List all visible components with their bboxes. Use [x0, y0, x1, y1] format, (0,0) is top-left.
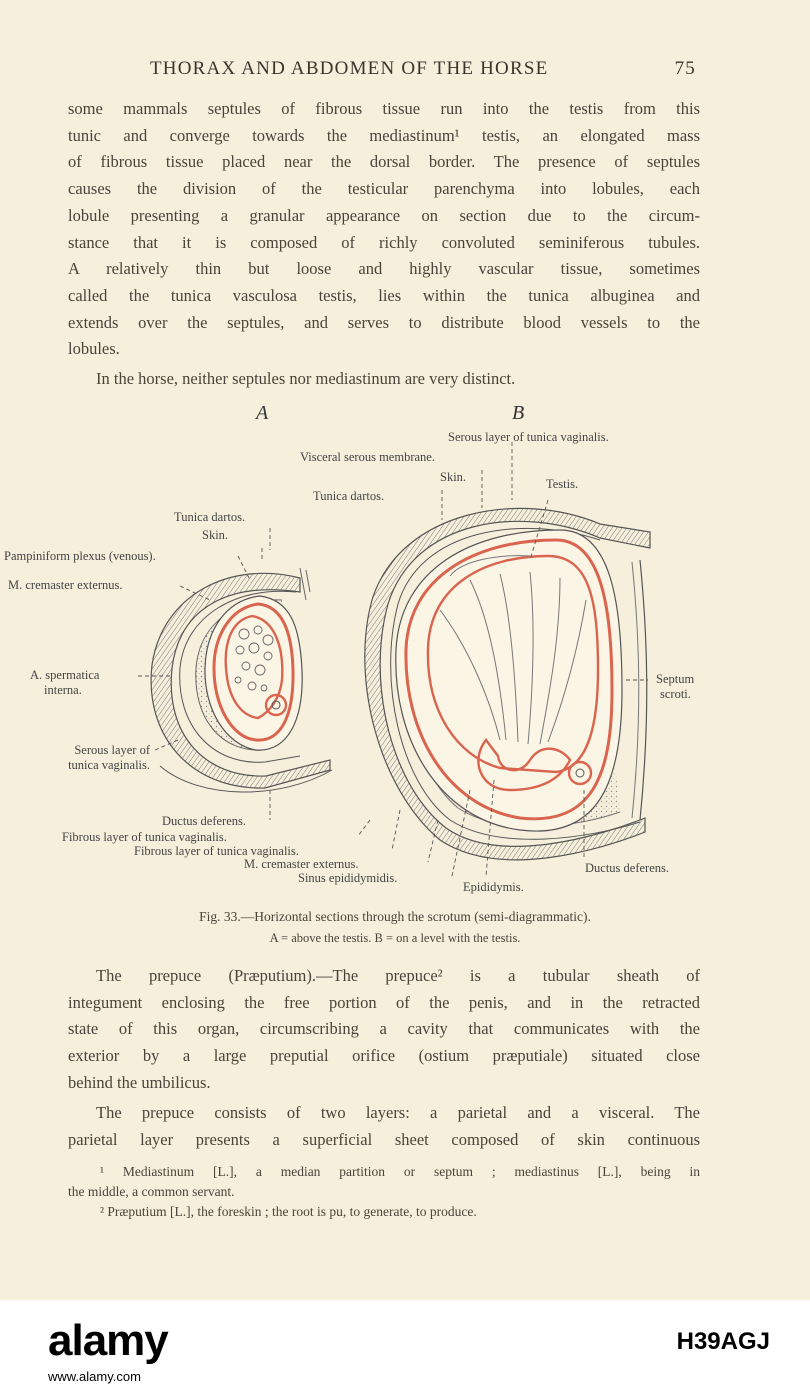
label-septum-line2: scroti.	[660, 687, 691, 701]
text-line: exterior by a large preputial orifice (o…	[68, 1046, 700, 1066]
paragraph-prepuce: The prepuce (Præputium).—The prepuce² is…	[68, 963, 700, 1097]
label-tunica-dartos-a: Tunica dartos.	[174, 510, 246, 524]
text-line: called the tunica vasculosa testis, lies…	[68, 285, 700, 305]
figure-caption: Fig. 33.—Horizontal sections through the…	[115, 906, 675, 949]
text-line: In the horse, neither septules nor media…	[96, 369, 516, 388]
text-line: The prepuce consists of two layers: a pa…	[96, 1103, 700, 1122]
text-line: extends over the septules, and serves to…	[68, 312, 700, 332]
image-code: H39AGJ	[676, 1328, 770, 1355]
label-pampiniform-plexus: Pampiniform plexus (venous).	[4, 549, 156, 563]
stock-watermark-bar	[0, 1300, 810, 1390]
label-skin-b: Skin.	[440, 470, 467, 484]
text-line: stance that it is composed of richly con…	[68, 232, 700, 252]
watermark-url: www.alamy.com	[48, 1369, 141, 1384]
text-line: parietal layer presents a superficial sh…	[68, 1129, 700, 1149]
page-number: 75	[674, 58, 696, 79]
label-ductus-deferens-b: Ductus deferens.	[585, 861, 669, 875]
label-epididymis: Epididymis.	[463, 880, 524, 894]
text-line: behind the umbilicus.	[68, 1072, 211, 1092]
footnote-2: ² Præputium [L.], the foreskin ; the roo…	[100, 1204, 477, 1219]
label-spermatica: A. spermatica interna.	[30, 668, 99, 698]
footnote-1-line2: the middle, a common servant.	[68, 1184, 235, 1199]
label-spermatica-line2: interna.	[44, 683, 82, 697]
running-head-title: THORAX AND ABDOMEN OF THE HORSE	[150, 58, 549, 79]
footnotes: ¹ Mediastinum [L.], a median partition o…	[68, 1162, 700, 1222]
text-line: lobules.	[68, 339, 120, 359]
label-serous-layer-a: Serous layer of tunica vaginalis.	[20, 743, 150, 773]
text-line: of fibrous tissue placed near the dorsal…	[68, 152, 700, 172]
figure-letter-a: A	[256, 402, 269, 424]
figure-letter-b: B	[512, 402, 525, 424]
section-a-drawing	[150, 567, 333, 793]
label-serous-a-line2: tunica vaginalis.	[68, 758, 150, 772]
text-line: lobule presenting a granular appearance …	[68, 205, 700, 225]
caption-line1: Fig. 33.—Horizontal sections through the…	[199, 909, 591, 924]
label-testis: Testis.	[546, 477, 579, 491]
paragraph-layers: The prepuce consists of two layers: a pa…	[68, 1100, 700, 1153]
label-tunica-dartos-b: Tunica dartos.	[313, 489, 385, 503]
label-septum-scroti: Septum scroti.	[656, 672, 694, 702]
label-serous-a-line1: Serous layer of	[74, 743, 150, 757]
label-septum-line1: Septum	[656, 672, 695, 686]
footnote-1-line1: ¹ Mediastinum [L.], a median partition o…	[100, 1164, 700, 1179]
text-line: tunic and converge towards the mediastin…	[68, 125, 700, 145]
caption-line2: A = above the testis. B = on a level wit…	[269, 931, 521, 945]
paragraph-testis: some mammals septules of fibrous tissue …	[68, 96, 700, 363]
text-line: The prepuce (Præputium).—The prepuce² is…	[96, 966, 700, 985]
text-line: A relatively thin but loose and highly v…	[68, 259, 700, 279]
text-line: state of this organ, circumscribing a ca…	[68, 1019, 700, 1039]
label-fibrous-layer-a: Fibrous layer of tunica vaginalis.	[62, 830, 227, 844]
scrotum-sections-figure	[138, 442, 651, 877]
text-line: some mammals septules of fibrous tissue …	[68, 99, 700, 118]
section-b-drawing	[364, 507, 651, 861]
label-visceral-serous: Visceral serous membrane.	[300, 450, 435, 464]
label-sinus-epididymidis: Sinus epididymidis.	[298, 871, 398, 885]
label-skin-a: Skin.	[202, 528, 229, 542]
label-ductus-deferens-a: Ductus deferens.	[162, 814, 246, 828]
label-cremaster-b: M. cremaster externus.	[244, 857, 359, 871]
alamy-logo: alamy	[48, 1316, 169, 1365]
label-fibrous-layer-b: Fibrous layer of tunica vaginalis.	[134, 844, 299, 858]
label-cremaster-a: M. cremaster externus.	[8, 578, 123, 592]
label-serous-layer-b: Serous layer of tunica vaginalis.	[448, 430, 609, 444]
text-line: integument enclosing the free portion of…	[68, 992, 700, 1012]
book-page: THORAX AND ABDOMEN OF THE HORSE 75 some …	[0, 0, 810, 1300]
text-line: causes the division of the testicular pa…	[68, 179, 700, 199]
label-spermatica-line1: A. spermatica	[30, 668, 100, 682]
running-head: THORAX AND ABDOMEN OF THE HORSE 75	[150, 58, 710, 80]
paragraph-horse: In the horse, neither septules nor media…	[96, 366, 696, 393]
